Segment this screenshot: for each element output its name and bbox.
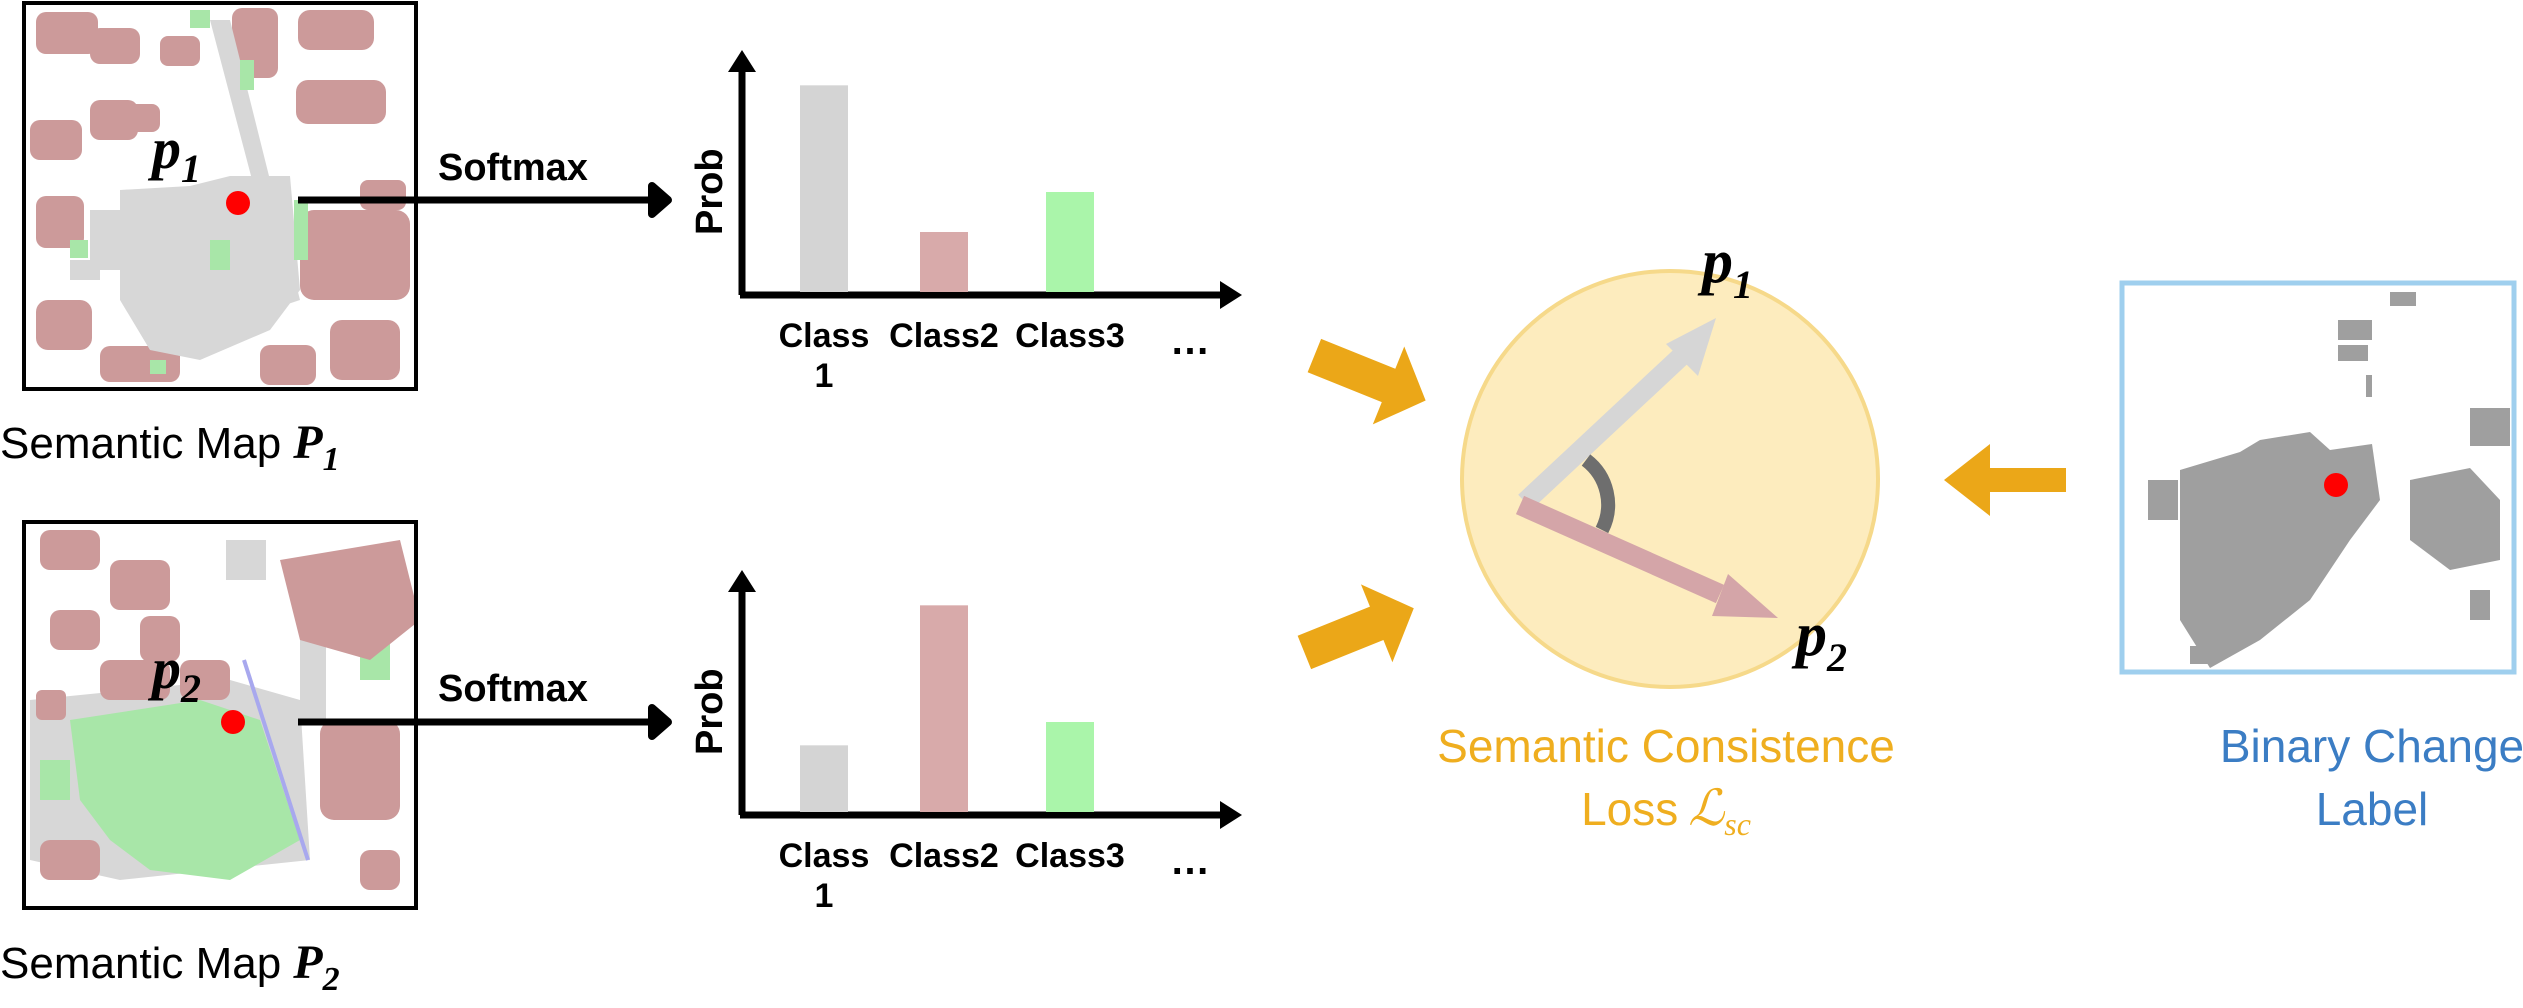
softmax-label-2: Softmax <box>438 668 588 710</box>
orange-arrow-left <box>1944 444 2066 516</box>
pixel-point-binary <box>2324 473 2348 497</box>
chart-2-tick-label-2: Class2 <box>889 837 999 875</box>
binary-label-line1: Binary Change <box>2220 720 2523 772</box>
chart-2-ellipsis: … <box>1170 839 1210 883</box>
chart-2-bar-3 <box>1046 722 1094 812</box>
binary-change-map <box>2119 280 2517 675</box>
semantic-map-1 <box>22 1 418 391</box>
vector-p2-label: p2 <box>1791 601 1847 680</box>
chart-1-ylabel: Prob <box>689 148 731 235</box>
chart-1-tick-label-3: Class3 <box>1015 317 1125 355</box>
semantic-map-1-content <box>30 8 410 385</box>
softmax-arrow-1 <box>298 182 672 218</box>
vector-p1-label: p1 <box>1697 228 1753 307</box>
pixel-point-p2 <box>221 710 245 734</box>
chart-2-bar-2 <box>920 605 968 812</box>
vector-p1 <box>1518 318 1716 510</box>
chart-1-bar-2 <box>920 232 968 292</box>
angle-arc <box>1581 454 1616 534</box>
chart-1-tick-label-2: Class2 <box>889 317 999 355</box>
semantic-map-2 <box>22 520 418 910</box>
orange-arrow-upper <box>1307 338 1426 425</box>
chart-2-ylabel: Prob <box>689 668 731 755</box>
chart-1-bars <box>800 85 1094 292</box>
chart-2-bar-1 <box>800 745 848 812</box>
chart-1-axes <box>728 50 1242 309</box>
softmax-arrow-2 <box>298 704 672 740</box>
vector-p2 <box>1515 495 1778 618</box>
orange-arrow-lower <box>1297 584 1414 670</box>
chart-1-ellipsis: … <box>1170 319 1210 363</box>
consistency-circle <box>1460 269 1880 689</box>
chart-2-bars <box>800 605 1094 812</box>
point-label-p2: p2 <box>147 636 201 711</box>
pixel-point-p1 <box>226 191 250 215</box>
semantic-consistence-title: Semantic Consistence <box>1437 720 1895 772</box>
softmax-label-1: Softmax <box>438 147 588 189</box>
binary-label-line2: Label <box>2316 783 2429 835</box>
chart-1-bar-1 <box>800 85 848 292</box>
chart-1-bar-3 <box>1046 192 1094 292</box>
point-label-p1: p1 <box>147 116 201 191</box>
chart-2-tick-label-3: Class3 <box>1015 837 1125 875</box>
chart-2-axes <box>728 570 1242 829</box>
